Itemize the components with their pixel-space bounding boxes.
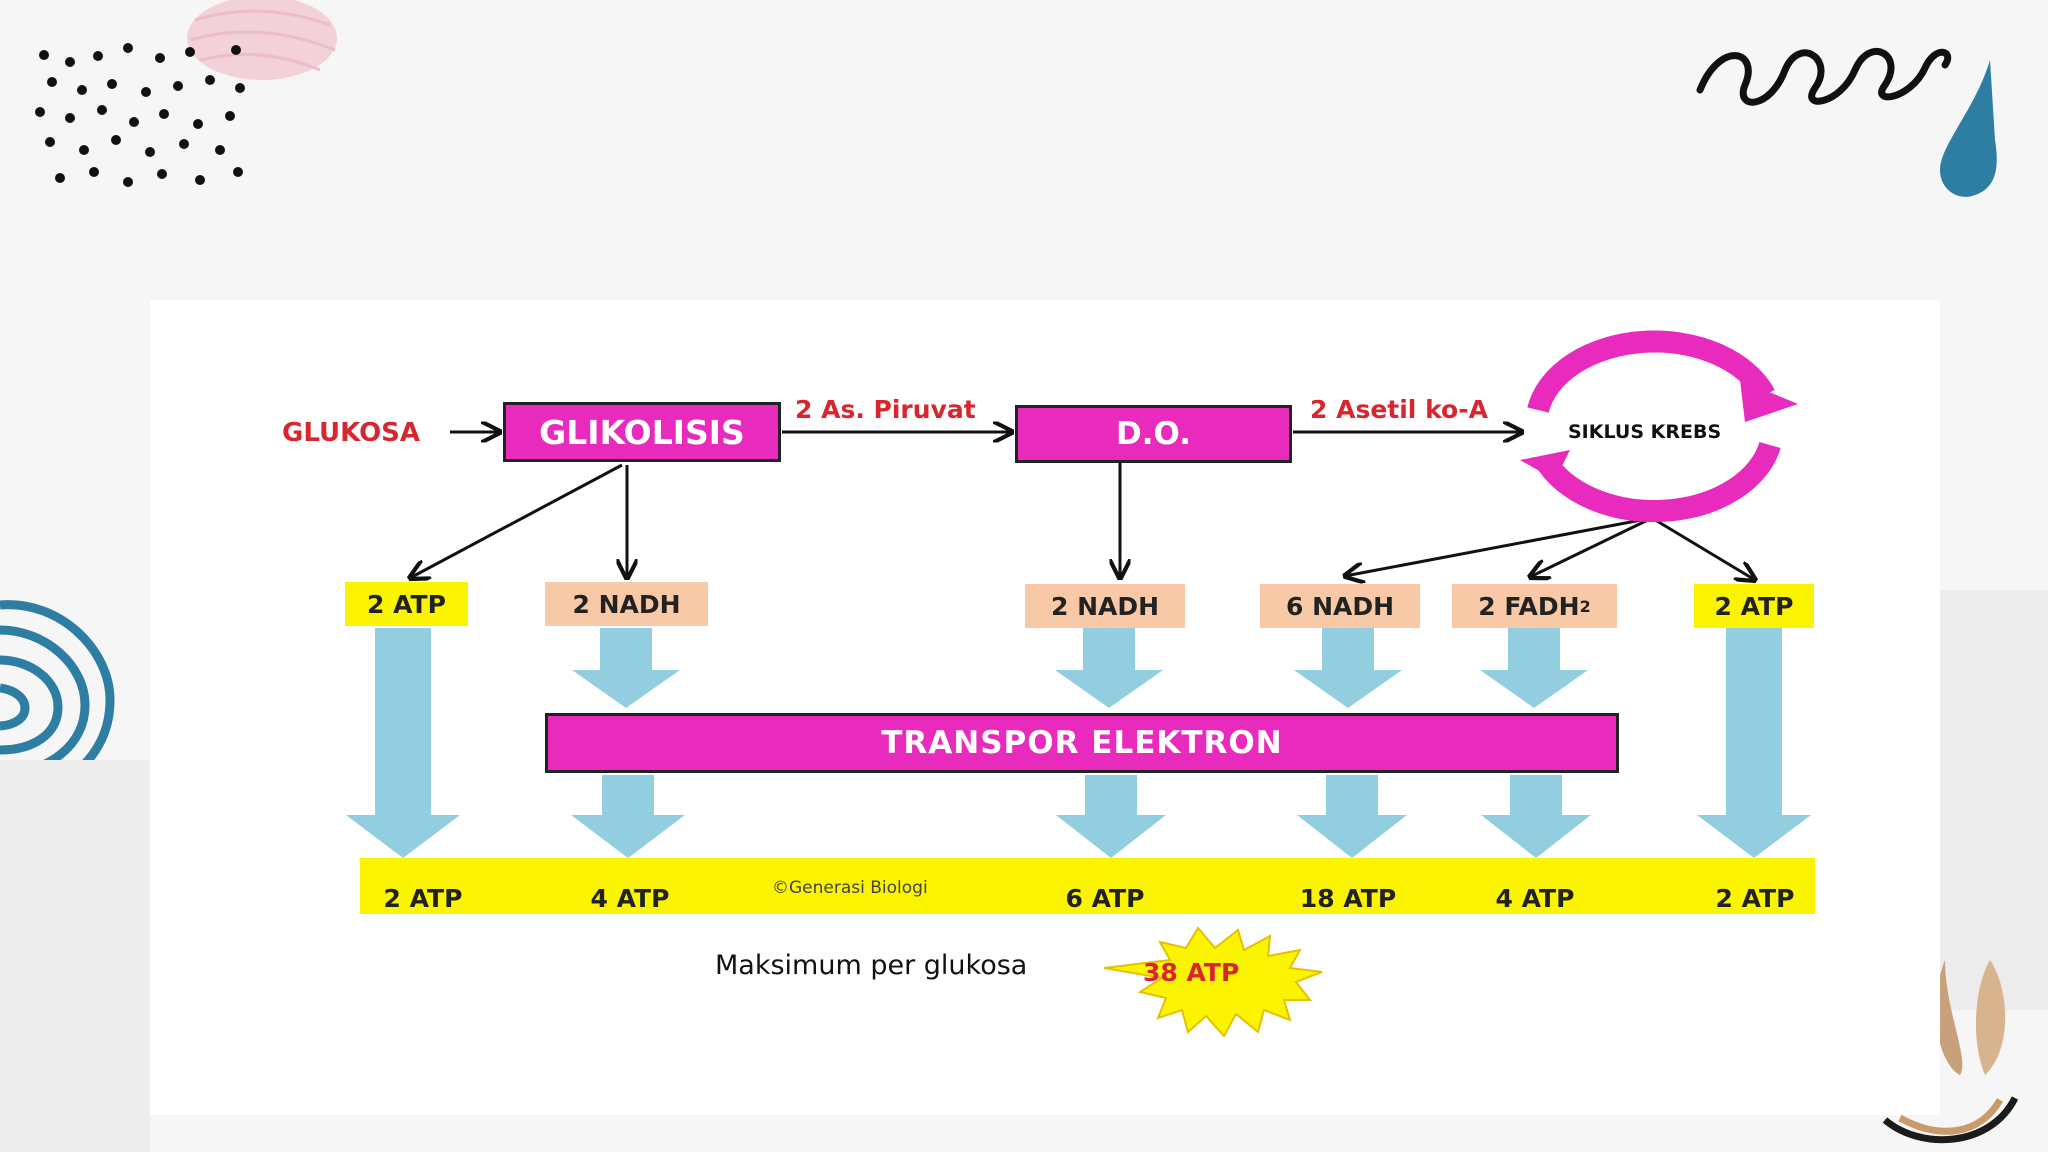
bg-panel-decor xyxy=(1940,590,2048,1010)
acetyl-label: 2 Asetil ko-A xyxy=(1310,395,1488,424)
yield-atp-5: 4 ATP xyxy=(1495,884,1575,913)
yield-atp-2: 4 ATP xyxy=(590,884,670,913)
squiggle-decor xyxy=(1696,48,1951,106)
product-atp-2: 2 ATP xyxy=(1694,584,1814,628)
pink-scribble-decor xyxy=(187,0,337,80)
yield-atp-1: 2 ATP xyxy=(383,884,463,913)
atp-yield-bar xyxy=(360,858,1815,914)
glukosa-label: GLUKOSA xyxy=(282,418,421,448)
pyruvate-label: 2 As. Piruvat xyxy=(795,395,976,424)
drop-decor xyxy=(1940,60,1997,197)
krebs-cycle-icon xyxy=(1527,330,1781,523)
dots-pattern-decor xyxy=(35,43,245,187)
arrow-glikolisis-to-atp xyxy=(410,463,623,578)
fadh-subscript: 2 xyxy=(1579,596,1591,616)
energy-flow-arrows xyxy=(346,628,1811,858)
arrow-krebs-to-6nadh xyxy=(1345,516,1653,576)
do-box: D.O. xyxy=(1015,405,1292,463)
starburst-badge xyxy=(1103,926,1323,1038)
bg-panel-decor-2 xyxy=(0,760,150,1152)
product-atp-1: 2 ATP xyxy=(345,582,468,626)
product-nadh-1: 2 NADH xyxy=(545,582,708,626)
total-value: 38 ATP xyxy=(1143,958,1240,987)
leaf-decor xyxy=(1882,960,2019,1144)
yield-atp-6: 2 ATP xyxy=(1715,884,1795,913)
fadh-text: 2 FADH xyxy=(1478,591,1580,621)
product-nadh-3: 6 NADH xyxy=(1260,584,1420,628)
krebs-label: SIKLUS KREBS xyxy=(1568,421,1722,443)
product-nadh-2: 2 NADH xyxy=(1025,584,1185,628)
transpor-elektron-bar: TRANSPOR ELEKTRON xyxy=(545,713,1619,773)
yield-atp-3: 6 ATP xyxy=(1065,884,1145,913)
total-label: Maksimum per glukosa xyxy=(715,950,1028,981)
arrow-krebs-to-fadh xyxy=(1530,516,1653,577)
glikolisis-box: GLIKOLISIS xyxy=(503,402,781,462)
credit-text: ©Generasi Biologi xyxy=(772,878,928,898)
yield-atp-4: 18 ATP xyxy=(1299,884,1397,913)
arrow-krebs-to-atp xyxy=(1651,516,1755,580)
